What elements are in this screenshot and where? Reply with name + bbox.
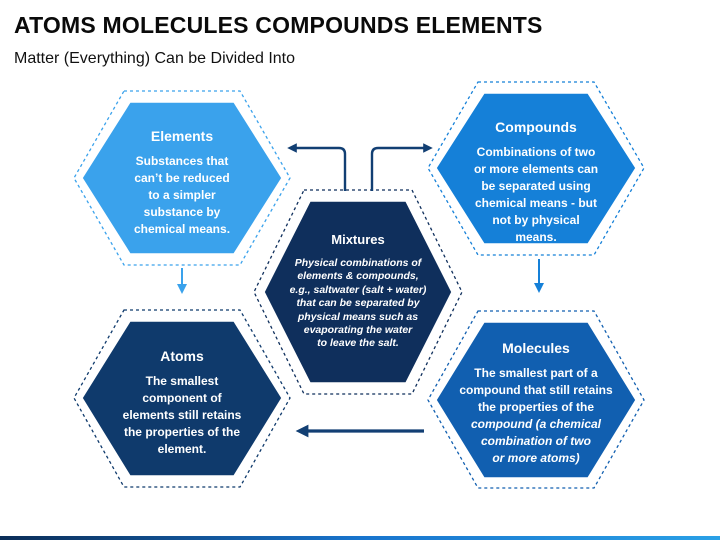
bottom-accent-bar xyxy=(0,536,720,540)
molecules-line-italic: combination of two xyxy=(480,434,591,448)
atoms-hexagon-outline xyxy=(73,309,291,488)
compounds-content: Compounds Combinations of two or more el… xyxy=(461,119,611,246)
mixtures-line: physical means such as xyxy=(297,310,419,323)
atoms-line: The smallest xyxy=(145,374,219,388)
molecules-line: the properties of the xyxy=(477,400,594,414)
compounds-title: Compounds xyxy=(495,119,577,135)
elements-line: to a simpler xyxy=(148,188,216,202)
atoms-line: the properties of the xyxy=(123,425,240,439)
molecules-hexagon xyxy=(435,321,637,479)
elements-hexagon-group xyxy=(73,90,291,266)
elements-hexagon-outline xyxy=(73,90,291,266)
atoms-line: component of xyxy=(142,391,222,405)
molecules-title: Molecules xyxy=(502,340,570,356)
atoms-content: Atoms The smallest component of elements… xyxy=(107,348,257,458)
elements-line: chemical means. xyxy=(133,222,231,236)
arrow-icon-mixtures-to-compounds xyxy=(370,143,433,191)
mixtures-line: elements & compounds, xyxy=(297,270,419,283)
mixtures-line: that can be separated by xyxy=(296,297,420,310)
compounds-line: or more elements can xyxy=(473,162,599,176)
arrow-icon-mixtures-to-elements xyxy=(287,143,347,191)
atoms-line: element. xyxy=(157,442,207,456)
elements-title: Elements xyxy=(150,128,214,144)
atoms-body: The smallest component of elements still… xyxy=(123,373,242,458)
compounds-hexagon xyxy=(435,92,637,245)
molecules-hexagon-group xyxy=(427,310,645,489)
compounds-line: Combinations of two xyxy=(476,145,596,159)
atoms-title: Atoms xyxy=(160,348,204,364)
mixtures-body: Physical combinations of elements & comp… xyxy=(290,257,427,351)
mixtures-hexagon-outline xyxy=(253,189,463,395)
compounds-line: chemical means - but xyxy=(474,196,598,210)
mixtures-hexagon-group xyxy=(253,189,463,395)
compounds-body: Combinations of two or more elements can… xyxy=(474,144,598,246)
mixtures-title: Mixtures xyxy=(331,232,385,247)
slide-subtitle: Matter (Everything) Can be Divided Into xyxy=(14,50,296,67)
compounds-line: not by physical xyxy=(492,213,580,227)
mixtures-line: e.g., saltwater (salt + water) xyxy=(289,283,427,296)
mixtures-line: Physical combinations of xyxy=(294,257,422,269)
mixtures-line: evaporating the water xyxy=(303,324,413,337)
compounds-hexagon-outline xyxy=(427,81,645,256)
mixtures-hexagon xyxy=(263,200,453,384)
molecules-body: The smallest part of a compound that sti… xyxy=(459,365,612,467)
compounds-hexagon-group xyxy=(427,81,645,256)
compounds-line: means. xyxy=(515,230,557,244)
elements-line: can’t be reduced xyxy=(134,171,230,185)
elements-line: Substances that xyxy=(135,154,229,168)
molecules-hexagon-outline xyxy=(427,310,645,489)
molecules-content: Molecules The smallest part of a compoun… xyxy=(451,340,621,467)
mixtures-line: to leave the salt. xyxy=(317,337,399,350)
atoms-hexagon xyxy=(81,320,283,477)
elements-content: Elements Substances that can’t be reduce… xyxy=(112,128,252,238)
elements-hexagon xyxy=(81,101,283,255)
mixtures-content: Mixtures Physical combinations of elemen… xyxy=(283,232,433,351)
molecules-line: The smallest part of a xyxy=(474,366,598,380)
atoms-hexagon-group xyxy=(73,309,291,488)
compounds-line: be separated using xyxy=(481,179,591,193)
molecules-line: compound that still retains xyxy=(459,383,613,397)
elements-body: Substances that can’t be reduced to a si… xyxy=(134,153,230,238)
slide-title: ATOMS MOLECULES COMPOUNDS ELEMENTS xyxy=(14,12,543,38)
molecules-line-italic: or more atoms) xyxy=(492,451,580,465)
elements-line: substance by xyxy=(143,205,221,219)
atoms-line: elements still retains xyxy=(122,408,242,422)
molecules-line-italic: compound (a chemical xyxy=(470,417,601,431)
